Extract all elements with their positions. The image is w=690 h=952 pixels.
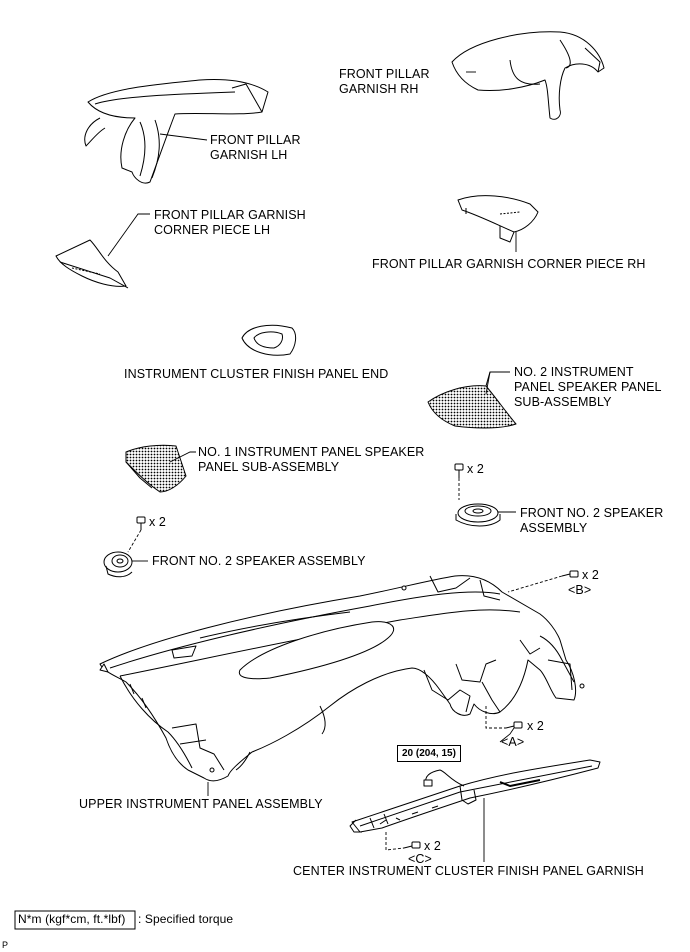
leader-front-pillar-lh [159, 133, 208, 141]
ref-c: <C> [408, 852, 432, 866]
legend-description: : Specified torque [138, 912, 234, 926]
label-center-cluster-garnish: CENTER INSTRUMENT CLUSTER FINISH PANEL G… [293, 864, 644, 878]
legend-unit: N*m (kgf*cm, ft.*lbf) [18, 912, 126, 926]
leader-no1-speaker-panel [169, 451, 196, 463]
ref-b: <B> [568, 583, 592, 597]
label-no2-speaker-panel: NO. 2 INSTRUMENT PANEL SPEAKER PANEL SUB… [514, 365, 662, 409]
screw-icon-right-speaker [454, 463, 464, 478]
corner-piece-rh-part [457, 195, 539, 243]
qty-a: x 2 [527, 719, 544, 733]
label-front-pillar-garnish-rh: FRONT PILLAR GARNISH RH [339, 67, 430, 96]
label-front-pillar-garnish-lh: FRONT PILLAR GARNISH LH [210, 133, 301, 162]
corner-piece-lh-part [55, 239, 129, 289]
label-cluster-finish-panel-end: INSTRUMENT CLUSTER FINISH PANEL END [124, 367, 389, 381]
screw-icon-b [561, 570, 579, 578]
leader-torque [499, 727, 515, 743]
leader-no2-speaker-panel [485, 371, 510, 395]
label-corner-piece-lh: FRONT PILLAR GARNISH CORNER PIECE LH [154, 208, 306, 237]
no1-speaker-panel-part [125, 444, 187, 493]
qty-b: x 2 [582, 568, 599, 582]
screw-icon-c [403, 841, 421, 849]
center-cluster-garnish-part [349, 759, 601, 833]
qty-right-speaker: x 2 [467, 462, 484, 476]
label-no1-speaker-panel: NO. 1 INSTRUMENT PANEL SPEAKER PANEL SUB… [198, 445, 425, 474]
no2-speaker-panel-part [427, 371, 517, 429]
torque-spec-box: 20 (204, 15) [397, 745, 461, 762]
label-corner-piece-rh: FRONT PILLAR GARNISH CORNER PIECE RH [372, 257, 646, 271]
leader-corner-lh [107, 213, 150, 257]
screw-icon-a [505, 721, 523, 729]
front-pillar-garnish-rh-part [451, 31, 605, 120]
dash-left-speaker-screw [127, 529, 142, 553]
corner-mark: P [2, 940, 9, 950]
qty-c: x 2 [424, 839, 441, 853]
dash-screw-b [507, 575, 563, 593]
speaker-right-part [455, 503, 501, 527]
qty-left-speaker: x 2 [149, 515, 166, 529]
screw-icon-left-speaker [136, 516, 146, 530]
speaker-left-part [103, 551, 133, 578]
label-speaker-right: FRONT NO. 2 SPEAKER ASSEMBLY [520, 506, 664, 535]
ref-a: <A> [501, 735, 525, 749]
label-upper-panel: UPPER INSTRUMENT PANEL ASSEMBLY [79, 797, 323, 811]
cluster-finish-panel-end-part [241, 324, 297, 356]
front-pillar-garnish-lh-part [84, 79, 269, 184]
label-speaker-left: FRONT NO. 2 SPEAKER ASSEMBLY [152, 554, 366, 568]
upper-instrument-panel-part [99, 575, 585, 782]
legend-box-outline [14, 910, 136, 930]
dash-screw-c [385, 832, 405, 851]
dash-screw-a [485, 706, 506, 729]
